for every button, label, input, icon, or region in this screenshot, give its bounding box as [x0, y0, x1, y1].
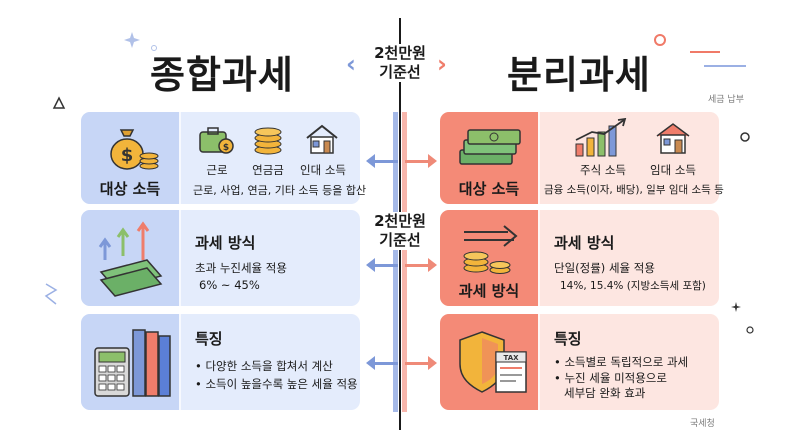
features-heading: 특징: [195, 330, 223, 348]
features-line2: • 누진 세율 미적용으로: [554, 371, 667, 385]
shield-tax-document-icon: TAX: [459, 331, 527, 393]
money-bag-icon: $: [110, 129, 159, 170]
chevron-left-icon: ‹: [346, 50, 356, 78]
coins-arrow-icon: [463, 225, 518, 274]
money-growth-icon: [98, 221, 163, 297]
left-card-target-income: $ 대상 소득 $ 근로 연금금 인대 소득 근로, 사업, 연금, 기타 소득…: [81, 112, 366, 204]
house-icon: [306, 124, 338, 154]
features-line2: • 소득이 높을수록 높은 세율 적용: [195, 377, 358, 391]
target-income-label: 대상 소득: [458, 180, 520, 198]
title-comprehensive-tax: 종합과세: [150, 53, 294, 97]
decoration-triangle: [52, 96, 66, 109]
icon-label-pension: 연금금: [252, 163, 284, 177]
center-blue-band: [393, 112, 398, 412]
features-heading: 특징: [554, 330, 582, 348]
left-card-features: 특징 • 다양한 소득을 합쳐서 계산 • 소득이 높을수록 높은 세율 적용: [81, 314, 360, 410]
decoration-circle-right: [654, 34, 666, 46]
tax-method-line2: 14%, 15.4% (지방소득세 포함): [560, 280, 706, 292]
money-stack-icon: [459, 129, 521, 165]
decoration-sparkle: [124, 32, 157, 51]
threshold-text: 기준선: [379, 231, 421, 249]
coins-icon: [254, 127, 282, 155]
title-separate-tax: 분리과세: [507, 53, 651, 97]
tax-method-line1: 단일(정률) 세율 적용: [554, 261, 655, 275]
arrow-right-icon: [405, 258, 437, 272]
tax-method-heading: 과세 방식: [554, 234, 615, 252]
decoration-sparkle-right: [731, 302, 754, 334]
left-card-tax-method: 과세 방식 초과 누진세율 적용 6% ~ 45%: [81, 210, 360, 306]
target-income-desc: 금융 소득(이자, 배당), 일부 임대 소득 등: [544, 184, 724, 196]
features-line1: • 소득별로 독립적으로 과세: [554, 355, 689, 369]
icon-label-rental: 임대 소득: [650, 163, 696, 177]
svg-text:$: $: [223, 143, 229, 153]
right-card-target-income: 대상 소득 주식 소득 임대 소득 금융 소득(이자, 배당), 일부 임대 소…: [440, 112, 724, 204]
threshold-label-middle: 2천만원 기준선: [360, 212, 440, 250]
target-income-desc: 근로, 사업, 연금, 기타 소득 등을 합산: [193, 184, 367, 197]
center-red-band: [402, 112, 407, 412]
tax-method-line2: 6% ~ 45%: [199, 278, 260, 292]
calculator-binders-icon: [94, 329, 171, 397]
tax-method-heading: 과세 방식: [195, 234, 256, 252]
arrow-left-icon: [366, 258, 398, 272]
right-card-tax-method: 과세 방식 과세 방식 단일(정률) 세율 적용 14%, 15.4% (지방소…: [440, 210, 719, 306]
target-income-label: 대상 소득: [99, 180, 161, 198]
stock-chart-icon: [575, 118, 627, 157]
features-line3: 세부담 완화 효과: [564, 386, 646, 400]
arrow-right-icon: [405, 154, 437, 168]
icon-label-rental: 인대 소득: [300, 163, 346, 177]
threshold-amount: 2천만원: [374, 44, 426, 62]
note-nts: 국세청: [690, 419, 715, 429]
tax-method-line1: 초과 누진세율 적용: [195, 261, 287, 275]
decoration-lines-right: [690, 51, 746, 67]
icon-label-stock: 주식 소득: [580, 163, 626, 177]
threshold-label-top: 2천만원 기준선: [360, 44, 440, 82]
tax-doc-label: TAX: [503, 354, 519, 362]
arrow-right-icon: [405, 356, 437, 370]
decoration-dot-right: [740, 132, 750, 142]
wallet-icon: $: [199, 127, 234, 154]
threshold-text: 기준선: [379, 63, 421, 81]
house-icon: [656, 123, 690, 154]
arrow-left-icon: [366, 356, 398, 370]
chevron-right-icon: ›: [437, 50, 447, 78]
threshold-amount: 2천만원: [374, 212, 426, 230]
card-tab: [440, 210, 538, 306]
arrow-left-icon: [366, 154, 398, 168]
right-card-features: TAX 특징 • 소득별로 독립적으로 과세 • 누진 세율 미적용으로 세부담…: [440, 314, 719, 410]
note-tax-payment: 세금 납부: [708, 95, 744, 105]
tax-method-label: 과세 방식: [458, 282, 520, 300]
icon-label-labor: 근로: [206, 163, 228, 177]
svg-text:$: $: [121, 145, 134, 166]
features-line1: • 다양한 소득을 합쳐서 계산: [195, 359, 333, 373]
decoration-squiggle-left: [44, 283, 58, 305]
